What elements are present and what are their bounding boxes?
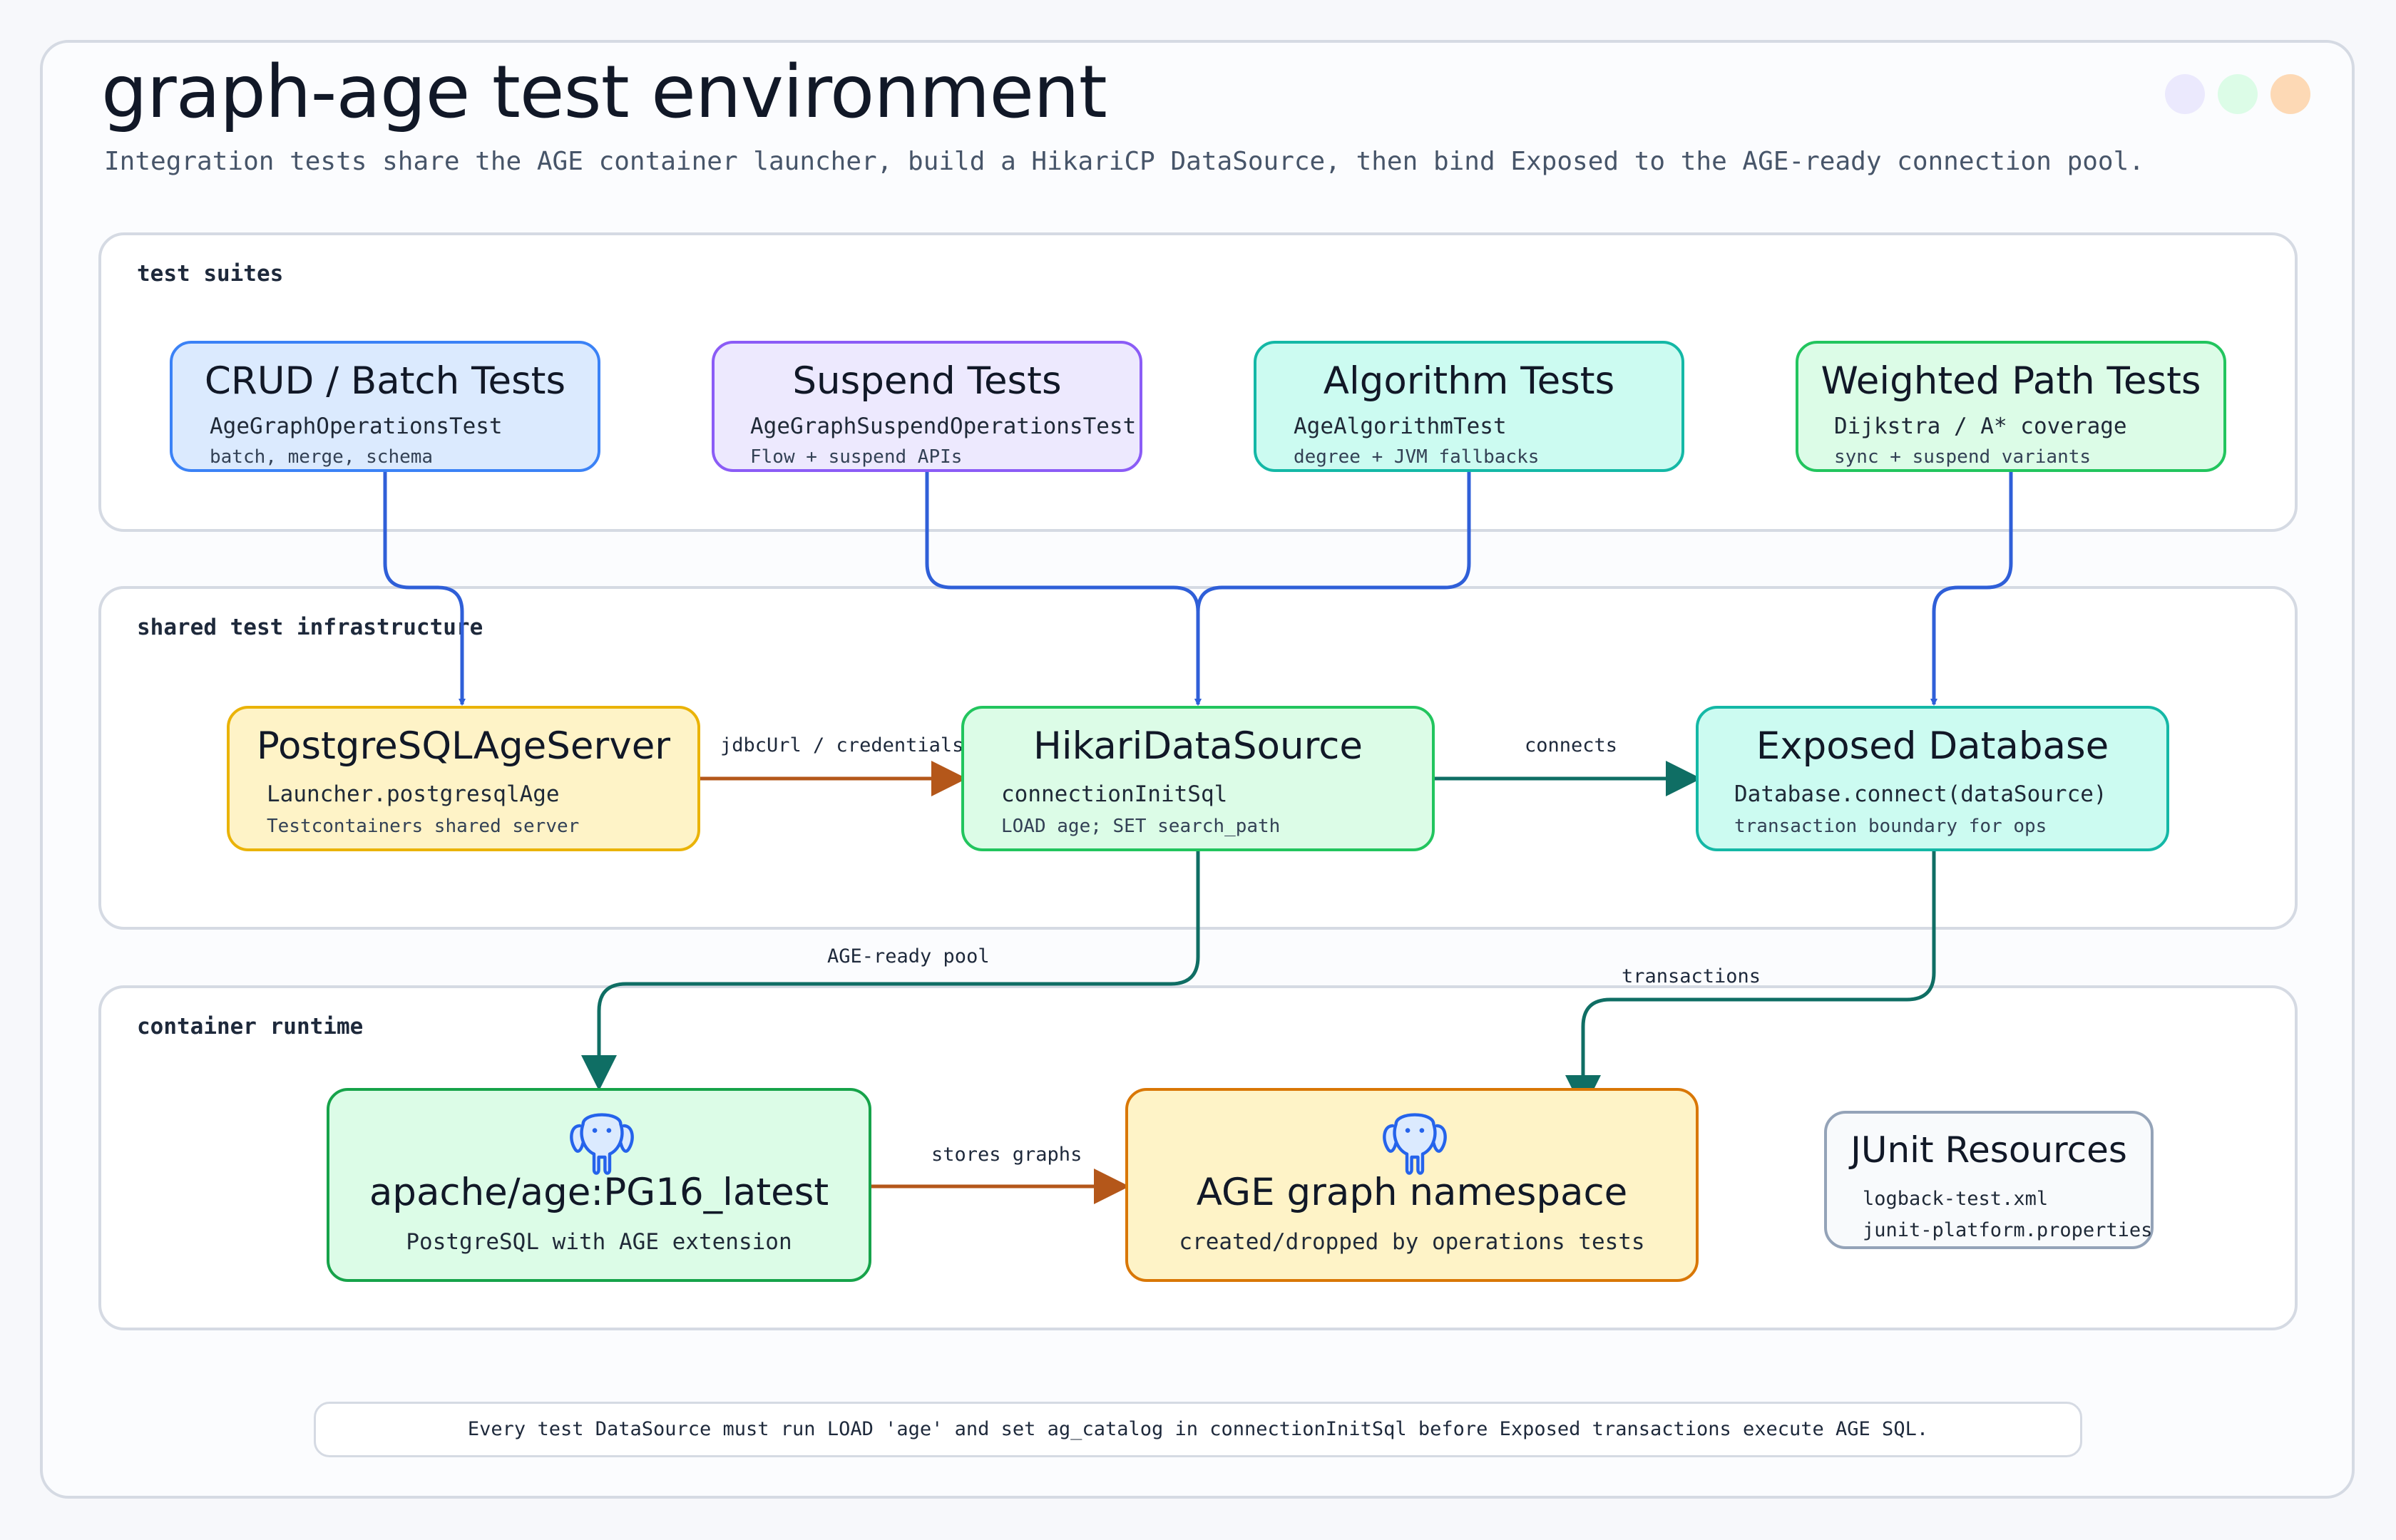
edge-algorithm-to-hikari (1194, 471, 1471, 706)
node-title: Weighted Path Tests (1821, 359, 2201, 403)
node-title: HikariDataSource (1033, 724, 1363, 768)
node-age-graph-namespace: AGE graph namespace created/dropped by o… (1125, 1088, 1699, 1282)
node-postgresql-age-server: PostgreSQLAgeServer Launcher.postgresqlA… (227, 706, 700, 851)
footer-note: Every test DataSource must run LOAD 'age… (314, 1402, 2082, 1457)
node-title: JUnit Resources (1850, 1129, 2127, 1171)
edge-label-stores: stores graphs (931, 1144, 1082, 1166)
page-title: graph-age test environment (101, 50, 1107, 135)
node-note: Flow + suspend APIs (750, 446, 963, 468)
edge-weighted-to-exposed (1930, 471, 2013, 706)
window-dot-lavender (2165, 74, 2205, 114)
edge-crud-to-server (383, 471, 466, 706)
node-title: AGE graph namespace (1196, 1171, 1628, 1214)
node-detail: Launcher.postgresqlAge (267, 781, 560, 807)
node-suspend-tests: Suspend Tests AgeGraphSuspendOperationsT… (712, 341, 1142, 472)
node-junit-resources: JUnit Resources logback-test.xml junit-p… (1824, 1111, 2154, 1249)
node-detail: connectionInitSql (1001, 781, 1228, 807)
zone-label-test-suites: test suites (137, 261, 284, 287)
node-detail: AgeGraphOperationsTest (210, 414, 503, 439)
zone-label-container-runtime: container runtime (137, 1014, 364, 1040)
node-note: transaction boundary for ops (1734, 816, 2047, 837)
edge-label-pool: AGE-ready pool (827, 945, 990, 967)
node-title: Algorithm Tests (1323, 359, 1615, 403)
postgres-elephant-icon (1383, 1113, 1447, 1175)
node-detail: created/dropped by operations tests (1179, 1229, 1645, 1255)
edge-suspend-to-hikari (925, 471, 1202, 706)
postgres-elephant-icon (570, 1113, 634, 1175)
node-title: Suspend Tests (792, 359, 1062, 403)
node-detail: PostgreSQL with AGE extension (406, 1229, 792, 1255)
node-algorithm-tests: Algorithm Tests AgeAlgorithmTest degree … (1254, 341, 1684, 472)
node-title: CRUD / Batch Tests (204, 359, 566, 403)
node-hikari-datasource: HikariDataSource connectionInitSql LOAD … (961, 706, 1435, 851)
edge-label-transactions: transactions (1622, 965, 1761, 987)
edge-label-jdbc: jdbcUrl / credentials (720, 734, 964, 756)
node-detail: AgeAlgorithmTest (1294, 414, 1507, 439)
node-title: apache/age:PG16_latest (369, 1171, 829, 1214)
node-detail: AgeGraphSuspendOperationsTest (750, 414, 1137, 439)
node-title: Exposed Database (1756, 724, 2109, 768)
node-crud-batch-tests: CRUD / Batch Tests AgeGraphOperationsTes… (170, 341, 600, 472)
node-apache-age-image: apache/age:PG16_latest PostgreSQL with A… (327, 1088, 871, 1282)
node-note: degree + JVM fallbacks (1294, 446, 1540, 468)
node-note: LOAD age; SET search_path (1001, 816, 1281, 837)
edge-label-connects: connects (1525, 734, 1618, 756)
node-note: Testcontainers shared server (267, 816, 580, 837)
node-detail: junit-platform.properties (1863, 1219, 2153, 1241)
node-note: sync + suspend variants (1834, 446, 2092, 468)
node-detail: Dijkstra / A* coverage (1834, 414, 2127, 439)
window-dot-green (2218, 74, 2258, 114)
node-detail: Database.connect(dataSource) (1734, 781, 2107, 807)
node-note: batch, merge, schema (210, 446, 434, 468)
zone-label-shared-infrastructure: shared test infrastructure (137, 615, 483, 640)
node-exposed-database: Exposed Database Database.connect(dataSo… (1696, 706, 2169, 851)
page-subtitle: Integration tests share the AGE containe… (104, 147, 2144, 176)
edge-hikari-to-image (581, 848, 1200, 1091)
node-weighted-path-tests: Weighted Path Tests Dijkstra / A* covera… (1796, 341, 2226, 472)
node-detail: logback-test.xml (1863, 1188, 2049, 1210)
edge-exposed-to-namespace (1565, 848, 1936, 1111)
node-title: PostgreSQLAgeServer (256, 724, 671, 768)
window-dot-orange (2270, 74, 2310, 114)
